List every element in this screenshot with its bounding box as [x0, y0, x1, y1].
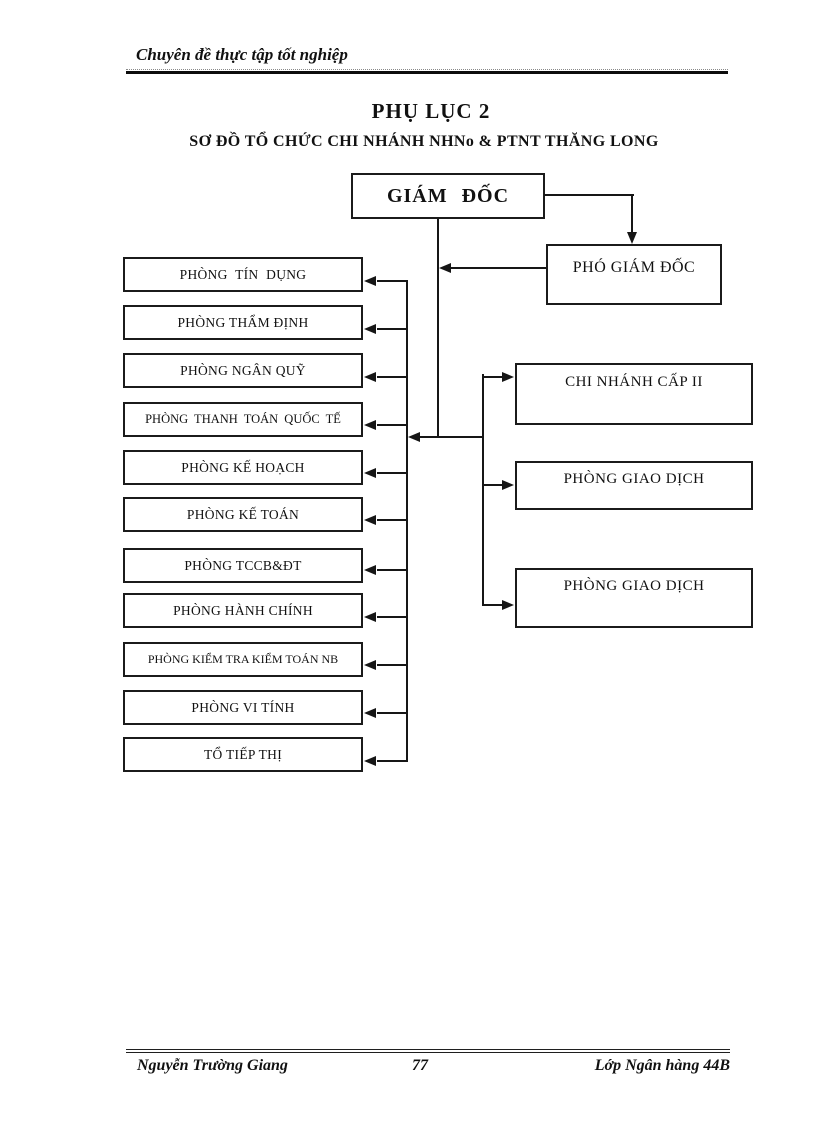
- connector-left-4: [377, 424, 406, 426]
- arrowhead-left-10: [364, 708, 376, 718]
- box-administration-dept: PHÒNG HÀNH CHÍNH: [123, 593, 363, 628]
- connector-left-10: [377, 712, 406, 714]
- arrowhead-left-6: [364, 515, 376, 525]
- arrowhead-left-4: [364, 420, 376, 430]
- arrowhead-left-11: [364, 756, 376, 766]
- page-header-text: Chuyên đề thực tập tốt nghiệp: [136, 45, 348, 64]
- box-transaction-office-1: PHÒNG GIAO DỊCH: [515, 461, 753, 510]
- connector-right-3: [484, 604, 502, 606]
- connector-left-2: [377, 328, 406, 330]
- footer-rule-bottom: [126, 1052, 730, 1053]
- box-appraisal-dept: PHÒNG THẨM ĐỊNH: [123, 305, 363, 340]
- box-internal-audit-dept: PHÒNG KIỂM TRA KIỂM TOÁN NB: [123, 642, 363, 677]
- box-transaction-office-2: PHÒNG GIAO DỊCH: [515, 568, 753, 628]
- arrowhead-left-2: [364, 324, 376, 334]
- connector-left-1: [377, 280, 406, 282]
- box-personnel-training-dept: PHÒNG TCCB&ĐT: [123, 548, 363, 583]
- page-subtitle: SƠ ĐỒ TỔ CHỨC CHI NHÁNH NHNo & PTNT THĂN…: [189, 133, 659, 150]
- connector-left-5: [377, 472, 406, 474]
- box-credit-dept: PHÒNG TÍN DỤNG: [123, 257, 363, 292]
- box-marketing-team: TỔ TIẾP THỊ: [123, 737, 363, 772]
- connector-left-6: [377, 519, 406, 521]
- connector-left-spine: [406, 280, 408, 762]
- connector-central-spine: [437, 219, 439, 438]
- box-deputy-director: PHÓ GIÁM ĐỐC: [546, 244, 722, 305]
- connector-cross-link: [420, 436, 484, 438]
- connector-left-11: [377, 760, 406, 762]
- page-title: PHỤ LỤC 2: [371, 99, 491, 123]
- connector-director-deputy-h: [544, 194, 634, 196]
- box-branch-level-2: CHI NHÁNH CẤP II: [515, 363, 753, 425]
- header-rule-dotted: [126, 69, 728, 70]
- arrowhead-left-9: [364, 660, 376, 670]
- arrowhead-left-5: [364, 468, 376, 478]
- connector-left-9: [377, 664, 406, 666]
- box-treasury-dept: PHÒNG NGÂN QUỸ: [123, 353, 363, 388]
- arrowhead-right-2: [502, 480, 514, 490]
- arrowhead-to-left-spine: [408, 432, 420, 442]
- box-intl-payment-dept: PHÒNG THANH TOÁN QUỐC TẾ: [123, 402, 363, 437]
- connector-left-3: [377, 376, 406, 378]
- arrowhead-left-3: [364, 372, 376, 382]
- footer-class: Lớp Ngân hàng 44B: [594, 1057, 730, 1074]
- footer-page-number: 77: [412, 1057, 428, 1074]
- connector-director-deputy-v: [631, 194, 633, 232]
- arrowhead-left-7: [364, 565, 376, 575]
- box-planning-dept: PHÒNG KẾ HOẠCH: [123, 450, 363, 485]
- arrowhead-right-3: [502, 600, 514, 610]
- connector-right-1: [484, 376, 502, 378]
- box-director: GIÁM ĐỐC: [351, 173, 545, 219]
- connector-right-spine: [482, 374, 484, 606]
- arrowhead-left-1: [364, 276, 376, 286]
- footer-rule-top: [126, 1049, 730, 1050]
- footer-author: Nguyễn Trường Giang: [137, 1057, 288, 1074]
- box-accounting-dept: PHÒNG KẾ TOÁN: [123, 497, 363, 532]
- arrowhead-right-1: [502, 372, 514, 382]
- connector-left-7: [377, 569, 406, 571]
- header-rule: [126, 71, 728, 74]
- arrowhead-left-8: [364, 612, 376, 622]
- connector-deputy-to-spine: [451, 267, 546, 269]
- box-it-dept: PHÒNG VI TÍNH: [123, 690, 363, 725]
- connector-right-2: [484, 484, 502, 486]
- arrowhead-to-deputy: [627, 232, 637, 244]
- arrowhead-deputy-to-spine: [439, 263, 451, 273]
- connector-left-8: [377, 616, 406, 618]
